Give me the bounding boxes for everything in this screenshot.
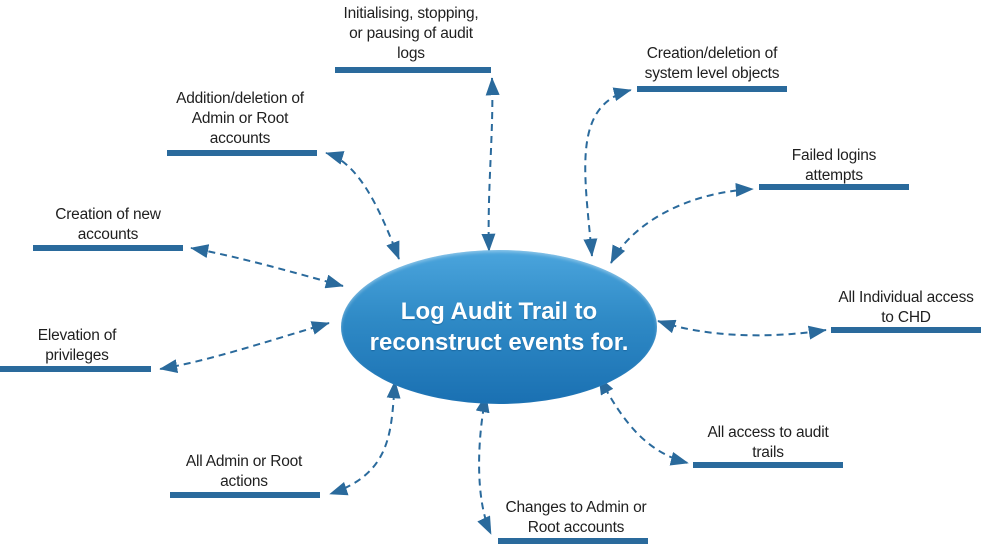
connector-initialising-stopping-pausing-audit-logs	[481, 77, 500, 252]
connector-all-access-to-audit-trails	[598, 376, 689, 466]
label-elevation-of-privileges: Elevation of privileges	[37, 327, 117, 364]
bar-all-individual-access-to-chd	[831, 327, 981, 333]
bar-all-access-to-audit-trails	[693, 462, 843, 468]
label-creation-of-new-accounts: Creation of new accounts	[55, 206, 161, 243]
connector-changes-to-admin-or-root-accounts	[475, 394, 492, 535]
label-initialising-stopping-pausing-audit-logs: Initialising, stopping, or pausing of au…	[343, 5, 479, 62]
bar-changes-to-admin-or-root-accounts	[498, 538, 648, 544]
connector-all-individual-access-to-chd	[657, 319, 827, 340]
label-failed-logins-attempts: Failed logins attempts	[791, 147, 877, 184]
connector-addition-deletion-admin-root-accounts	[325, 151, 400, 260]
connector-creation-of-new-accounts	[190, 244, 344, 289]
center-ellipse: Log Audit Trail to reconstruct events fo…	[341, 250, 657, 404]
label-addition-deletion-admin-root-accounts: Addition/deletion of Admin or Root accou…	[176, 90, 304, 147]
label-all-access-to-audit-trails: All access to audit trails	[707, 424, 829, 461]
bar-initialising-stopping-pausing-audit-logs	[335, 67, 491, 73]
bar-creation-deletion-system-level-objects	[637, 86, 787, 92]
label-all-admin-or-root-actions: All Admin or Root actions	[185, 453, 303, 490]
label-all-individual-access-to-chd: All Individual access to CHD	[838, 289, 974, 326]
bar-failed-logins-attempts	[759, 184, 909, 190]
label-creation-deletion-system-level-objects: Creation/deletion of system level object…	[644, 45, 780, 82]
connector-elevation-of-privileges	[159, 321, 330, 374]
center-title: Log Audit Trail to reconstruct events fo…	[369, 298, 629, 356]
connector-failed-logins-attempts	[610, 182, 754, 264]
connector-creation-deletion-system-level-objects	[583, 87, 632, 257]
bar-addition-deletion-admin-root-accounts	[167, 150, 317, 156]
label-changes-to-admin-or-root-accounts: Changes to Admin or Root accounts	[505, 499, 647, 536]
bar-creation-of-new-accounts	[33, 245, 183, 251]
connector-all-admin-or-root-actions	[329, 380, 401, 496]
bar-all-admin-or-root-actions	[170, 492, 320, 498]
bar-elevation-of-privileges	[0, 366, 151, 372]
